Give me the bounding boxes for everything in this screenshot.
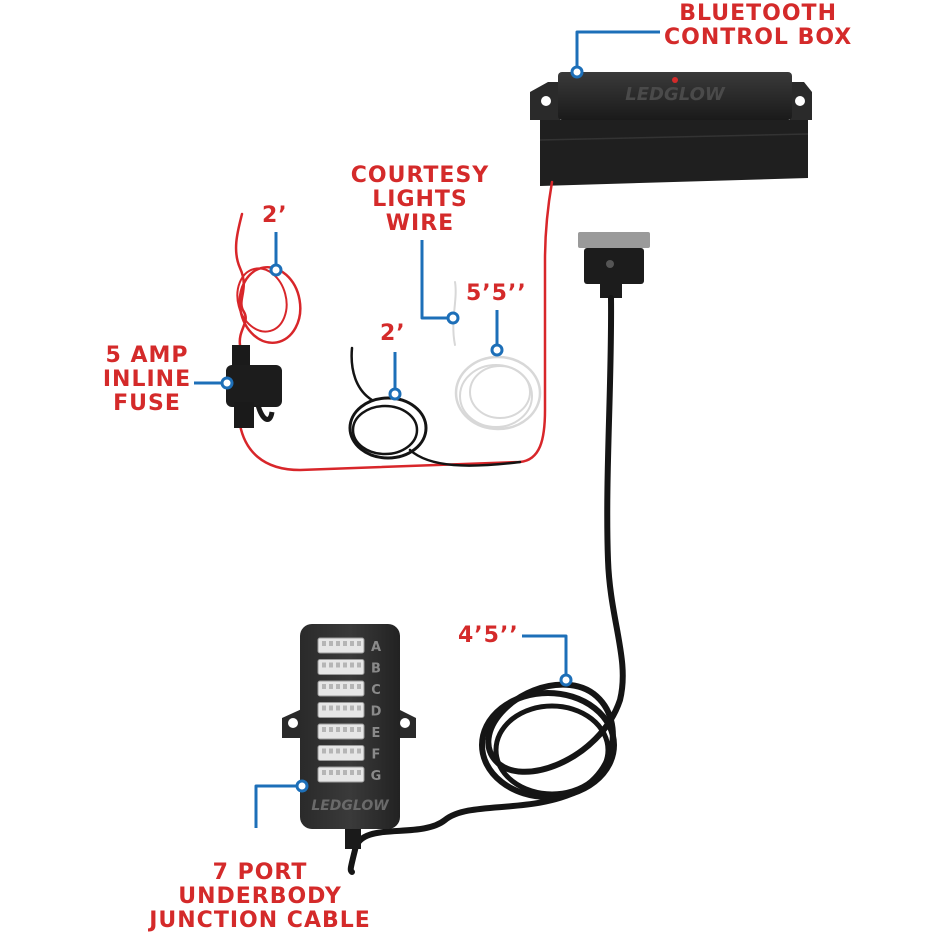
junction-brand-logo: LEDGLOW — [311, 798, 389, 814]
port-letter: E — [372, 726, 381, 741]
port-a: A — [317, 637, 381, 655]
bluetooth-control-box: LEDGLOW — [530, 72, 812, 186]
label-line: 7 PORT — [212, 860, 308, 885]
label-cable-length: 4’5’’ — [458, 624, 519, 648]
port-b: B — [317, 659, 381, 677]
port-d: D — [317, 702, 382, 720]
white-courtesy-wire — [452, 281, 542, 431]
port-c: C — [317, 680, 381, 698]
connector-plug — [578, 232, 650, 248]
red-power-wire — [234, 180, 554, 472]
label-line: JUNCTION CABLE — [149, 907, 371, 933]
label-courtesy-lights-wire: COURTESY LIGHTS WIRE — [346, 164, 494, 235]
label-line: 4’5’’ — [458, 623, 519, 648]
label-line: 5’5’’ — [466, 281, 527, 306]
box-top — [558, 72, 792, 120]
port-letter: A — [371, 640, 381, 655]
black-wire — [348, 346, 522, 467]
port-letter: B — [371, 662, 381, 677]
label-line: INLINE — [102, 366, 192, 392]
port-letter: C — [371, 683, 381, 698]
label-line: 5 AMP — [105, 343, 189, 368]
port-letter: D — [371, 705, 382, 720]
label-line: CONTROL BOX — [664, 24, 853, 50]
label-line: 2’ — [380, 321, 406, 346]
inline-fuse — [226, 345, 282, 428]
label-junction-cable: 7 PORT UNDERBODY JUNCTION CABLE — [148, 861, 372, 932]
label-bluetooth-control-box: BLUETOOTH CONTROL BOX — [664, 2, 852, 50]
callout-line-junction — [254, 784, 302, 828]
port-f: F — [317, 745, 381, 763]
callout-line-courtesy — [420, 240, 453, 320]
box-brand-logo: LEDGLOW — [625, 84, 726, 105]
label-line: FUSE — [113, 390, 181, 416]
box-front — [540, 120, 808, 186]
mount-hole-right — [795, 96, 805, 106]
callout-line-cable — [522, 634, 568, 680]
callout-line-bluetooth — [575, 30, 660, 72]
port-letter: G — [371, 769, 382, 784]
label-line: BLUETOOTH — [679, 1, 837, 26]
callout-lines — [194, 30, 660, 828]
connector-body — [584, 248, 644, 284]
extension-cable — [347, 232, 650, 875]
port-e: E — [317, 723, 381, 741]
callout-dots — [220, 65, 584, 793]
label-red-wire-length: 2’ — [262, 204, 288, 228]
label-line: COURTESY — [350, 163, 490, 188]
status-led — [672, 77, 678, 83]
label-black-wire-length: 2’ — [380, 322, 406, 346]
label-line: UNDERBODY — [178, 883, 342, 909]
port-g: G — [317, 766, 382, 784]
label-inline-fuse: 5 AMP INLINE FUSE — [100, 344, 194, 415]
label-line: WIRE — [385, 210, 455, 236]
label-line: 2’ — [262, 203, 288, 228]
port-letter: F — [372, 748, 381, 763]
label-white-wire-length: 5’5’’ — [466, 282, 527, 306]
label-line: LIGHTS — [372, 186, 468, 212]
mount-hole-left — [541, 96, 551, 106]
